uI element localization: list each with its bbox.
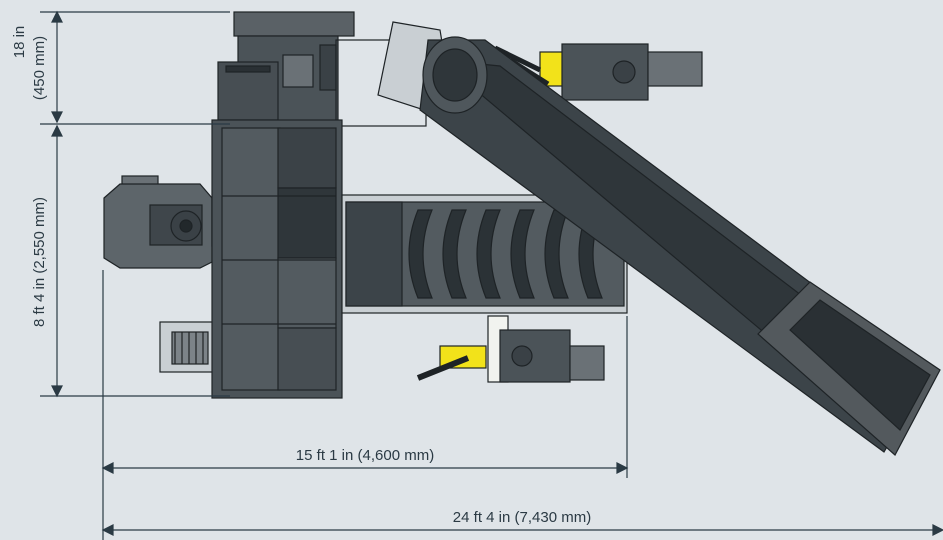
top-cab bbox=[217, 11, 427, 127]
dim-body-height bbox=[40, 124, 230, 398]
cable-drum bbox=[159, 321, 219, 373]
front-rotor-unit bbox=[103, 175, 223, 269]
lower-gripper bbox=[416, 315, 605, 383]
machine-drawing bbox=[103, 11, 941, 456]
top-section-height-metric-label: (450 mm) bbox=[31, 36, 48, 100]
dim-chassis-length bbox=[101, 270, 629, 540]
dim-top-section bbox=[40, 10, 230, 125]
dimension-lines bbox=[40, 10, 943, 540]
top-section-height-label: 18 in bbox=[11, 26, 28, 59]
chassis-length-label: 15 ft 1 in (4,600 mm) bbox=[296, 447, 434, 464]
overall-length-label: 24 ft 4 in (7,430 mm) bbox=[453, 509, 591, 526]
body-height-label: 8 ft 4 in (2,550 mm) bbox=[31, 197, 48, 327]
main-chassis bbox=[211, 119, 343, 399]
upper-gripper bbox=[493, 43, 703, 101]
discharge-conveyor bbox=[377, 21, 941, 456]
dim-overall-length bbox=[101, 524, 943, 536]
